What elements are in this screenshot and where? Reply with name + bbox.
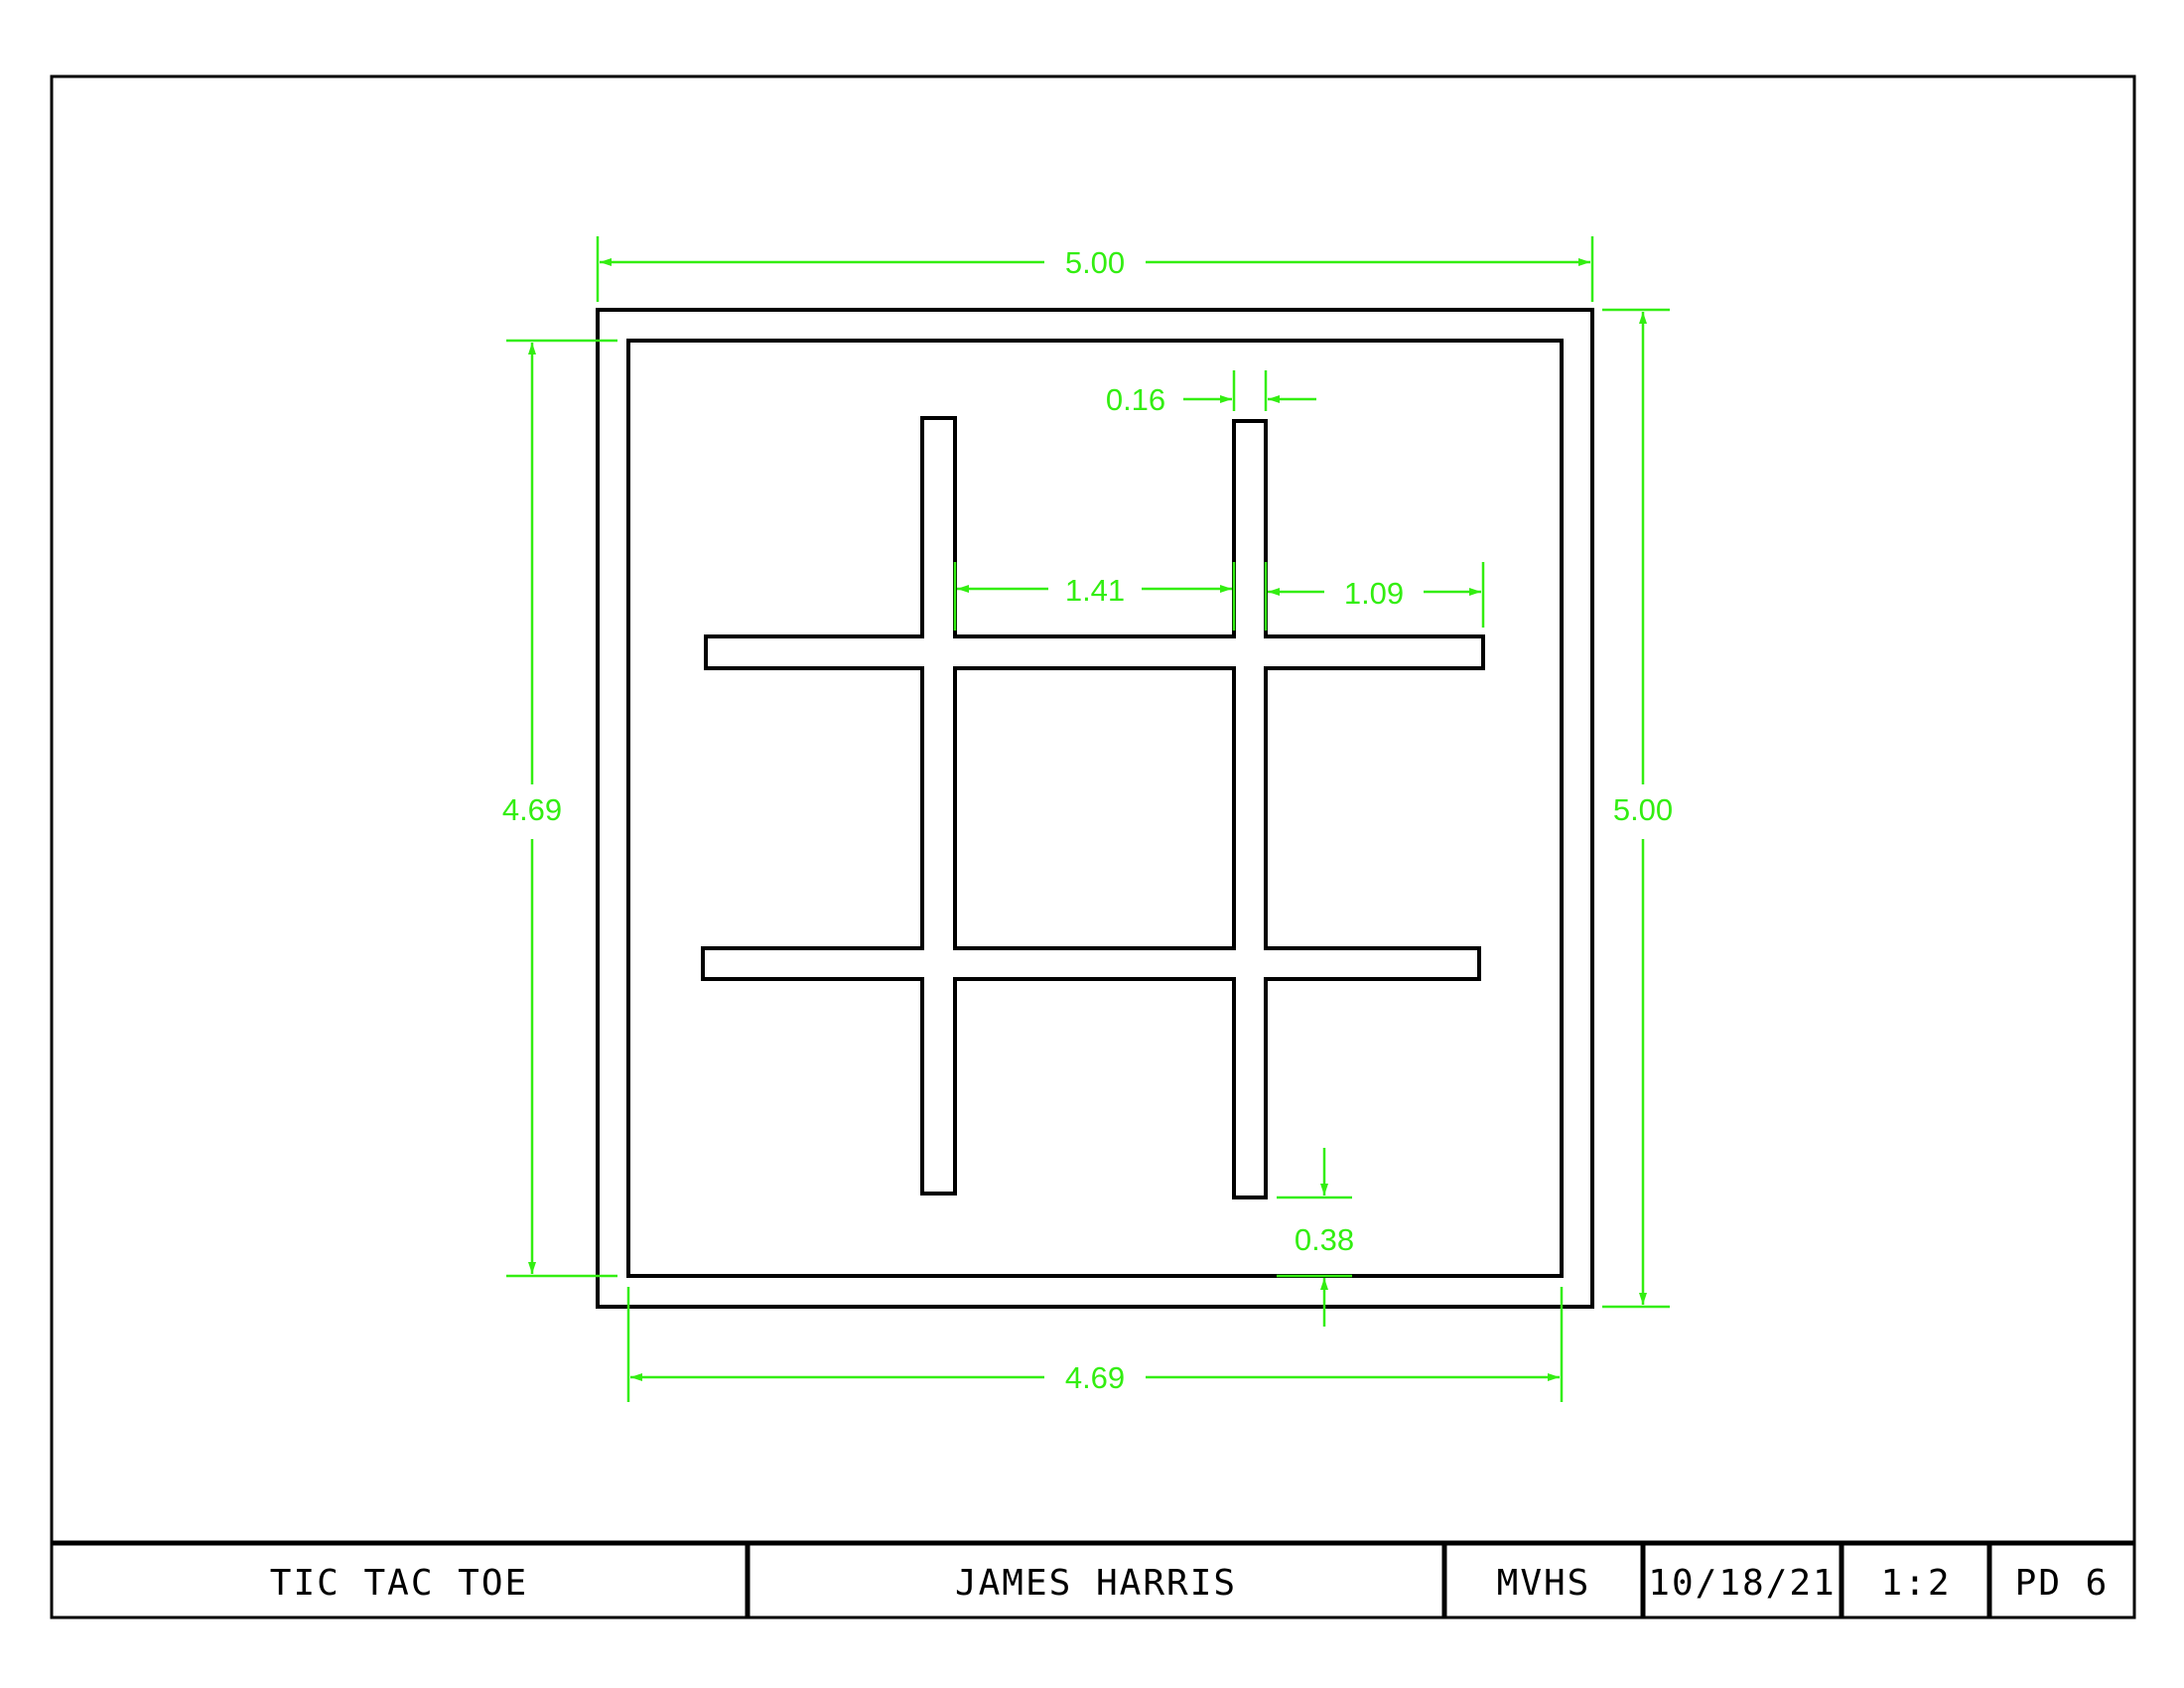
label-inner-width: 4.69 bbox=[1065, 1360, 1125, 1395]
dimensions bbox=[506, 236, 1670, 1402]
dim-cell-spacing bbox=[953, 562, 1236, 631]
label-bar-width: 0.16 bbox=[1106, 382, 1165, 417]
title-project: TIC TAC TOE bbox=[270, 1563, 528, 1604]
title-date: 10/18/21 bbox=[1648, 1563, 1836, 1604]
center-cell bbox=[953, 666, 1236, 950]
dim-edge-spacing bbox=[1264, 562, 1485, 631]
dimension-labels: 5.00 5.00 4.69 4.69 0.16 1.41 1.09 0.38 bbox=[502, 245, 1673, 1395]
title-period: PD 6 bbox=[2015, 1563, 2110, 1604]
dim-inner-width bbox=[626, 1287, 1564, 1402]
dim-bottom-offset bbox=[1277, 1148, 1352, 1327]
title-block: TIC TAC TOE JAMES HARRIS MVHS 10/18/21 1… bbox=[52, 1540, 2134, 1619]
label-overall-height: 5.00 bbox=[1613, 792, 1673, 827]
title-scale: 1:2 bbox=[1880, 1563, 1951, 1604]
dim-bar-width bbox=[1183, 370, 1316, 411]
part-geometry bbox=[596, 308, 1594, 1309]
label-cell-spacing: 1.41 bbox=[1065, 573, 1125, 608]
dim-overall-width bbox=[596, 236, 1594, 302]
title-school: MVHS bbox=[1497, 1563, 1591, 1604]
dim-overall-height bbox=[1602, 308, 1670, 1309]
title-author: JAMES HARRIS bbox=[955, 1563, 1237, 1604]
label-inner-height: 4.69 bbox=[502, 792, 562, 827]
inner-square bbox=[626, 339, 1564, 1278]
outer-square bbox=[596, 308, 1594, 1309]
dim-inner-height bbox=[506, 339, 617, 1278]
tic-tac-toe-grid bbox=[701, 416, 1485, 1199]
label-overall-width: 5.00 bbox=[1065, 245, 1125, 280]
label-edge-spacing: 1.09 bbox=[1344, 576, 1404, 611]
label-bottom-offset: 0.38 bbox=[1295, 1222, 1354, 1257]
